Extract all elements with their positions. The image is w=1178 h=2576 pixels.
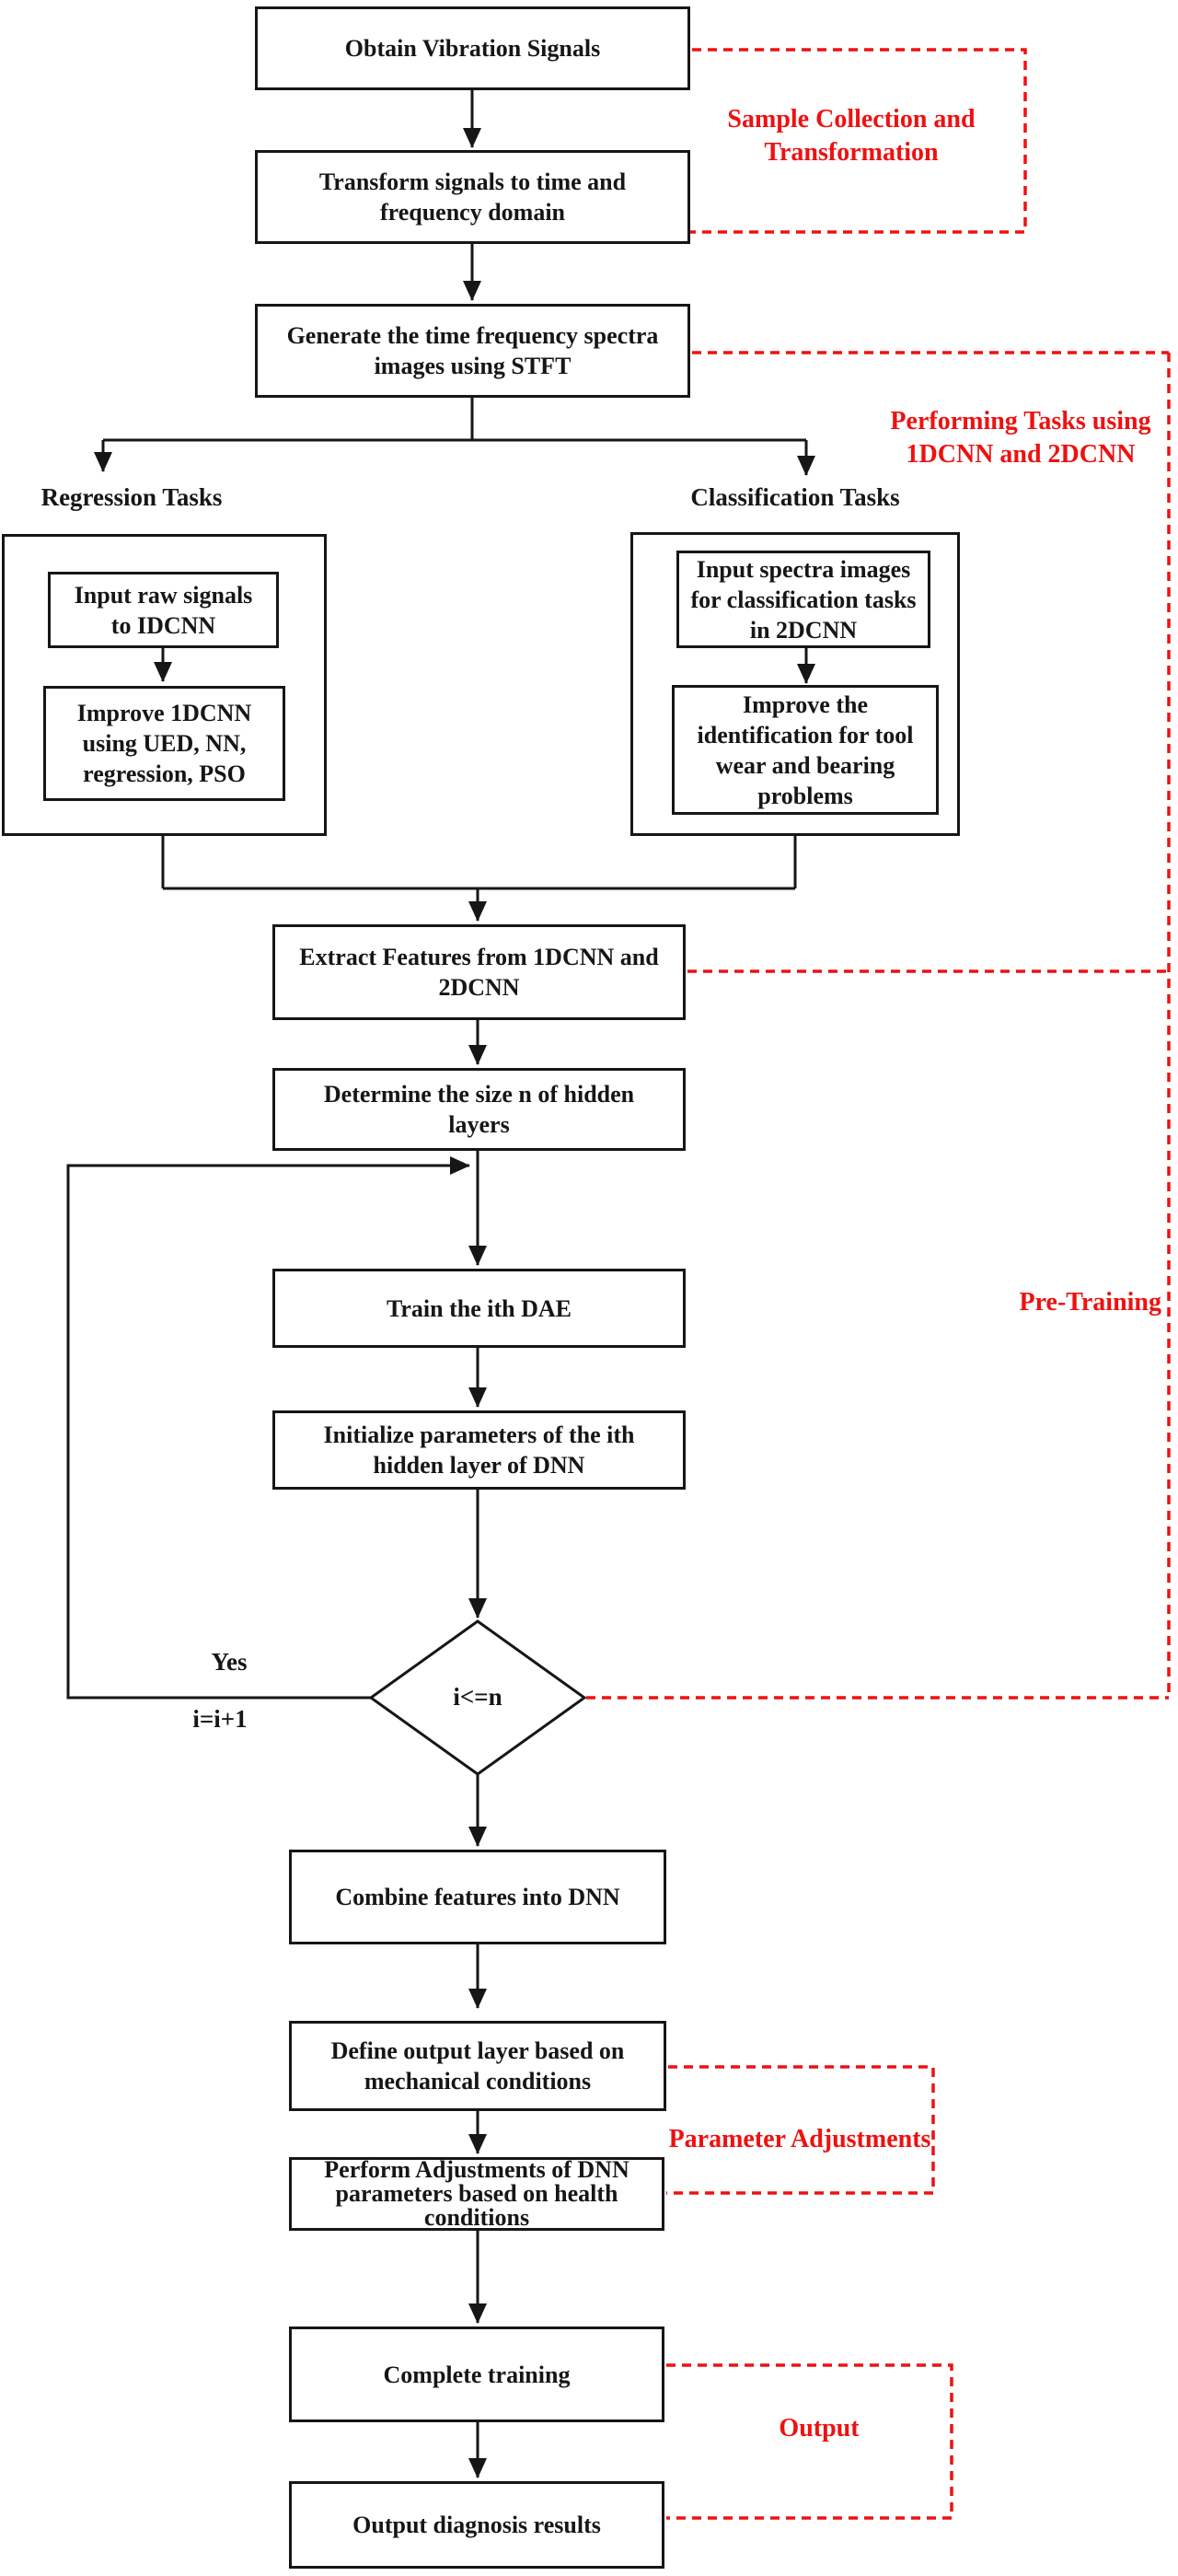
bracket-output — [666, 2363, 953, 2520]
bracket-parameter-adjustments — [666, 2065, 935, 2195]
node-label: Generate the time frequency spectra imag… — [286, 322, 659, 379]
node-combine-features: Combine features into DNN — [289, 1850, 666, 1944]
node-label: Initialize parameters of the ith hidden … — [323, 1421, 635, 1479]
loop-label-increment: i=i+1 — [192, 1705, 248, 1733]
node-initialize-parameters: Initialize parameters of the ith hidden … — [272, 1410, 686, 1490]
node-extract-features: Extract Features from 1DCNN and 2DCNN — [272, 924, 686, 1020]
node-train-dae: Train the ith DAE — [272, 1269, 686, 1348]
node-input-spectra-images: Input spectra images for classification … — [676, 551, 930, 648]
loop-yes-edge — [66, 1156, 470, 1700]
node-improve-identification: Improve the identification for tool wear… — [672, 685, 939, 815]
node-label: Complete training — [383, 2361, 571, 2388]
group-regression-tasks — [2, 534, 327, 836]
decision-diamond-shape — [368, 1619, 587, 1776]
node-label: Input spectra images for classification … — [690, 555, 917, 644]
node-label: Improve 1DCNN using UED, NN, regression,… — [76, 700, 252, 787]
node-transform-signals: Transform signals to time and frequency … — [255, 150, 690, 244]
decision-label: i<=n — [453, 1683, 502, 1711]
node-label: Combine features into DNN — [335, 1884, 620, 1910]
node-generate-spectra: Generate the time frequency spectra imag… — [255, 304, 690, 398]
annotation-parameter-adjustments: Parameter Adjustments — [668, 2125, 931, 2153]
node-output-diagnosis: Output diagnosis results — [289, 2481, 664, 2569]
node-define-output-layer: Define output layer based on mechanical … — [289, 2021, 666, 2111]
node-improve-1dcnn: Improve 1DCNN using UED, NN, regression,… — [43, 686, 285, 801]
node-label: Input raw signals to IDCNN — [74, 581, 253, 639]
node-obtain-vibration-signals: Obtain Vibration Signals — [255, 6, 690, 90]
node-label: Determine the size n of hidden layers — [323, 1081, 635, 1138]
branch-label-classification: Classification Tasks — [690, 483, 900, 511]
branch-label-regression: Regression Tasks — [40, 483, 223, 511]
group-classification-tasks — [630, 532, 960, 836]
node-label: Extract Features from 1DCNN and 2DCNN — [299, 944, 659, 1001]
node-label: Output diagnosis results — [352, 2512, 601, 2538]
annotation-performing-tasks: Performing Tasks using 1DCNN and 2DCNN — [890, 407, 1151, 469]
bracket-sample-collection — [690, 48, 1027, 234]
node-label: Perform Adjustments of DNN parameters ba… — [324, 2156, 629, 2231]
node-label: Define output layer based on mechanical … — [330, 2037, 625, 2094]
node-label: Improve the identification for tool wear… — [697, 690, 914, 809]
annotation-output: Output — [779, 2414, 860, 2443]
annotation-sample-collection: Sample Collection and Transformation — [727, 105, 976, 167]
node-label: Transform signals to time and frequency … — [318, 168, 627, 226]
node-label: Train the ith DAE — [386, 1294, 572, 1322]
node-determine-size: Determine the size n of hidden layers — [272, 1068, 686, 1151]
loop-label-yes: Yes — [211, 1648, 248, 1676]
node-perform-adjustments: Perform Adjustments of DNN parameters ba… — [289, 2157, 664, 2231]
annotation-pre-training: Pre-Training — [1019, 1288, 1161, 1317]
node-complete-training: Complete training — [289, 2327, 664, 2422]
node-input-raw-signals: Input raw signals to IDCNN — [48, 572, 279, 648]
node-label: Obtain Vibration Signals — [344, 35, 601, 62]
